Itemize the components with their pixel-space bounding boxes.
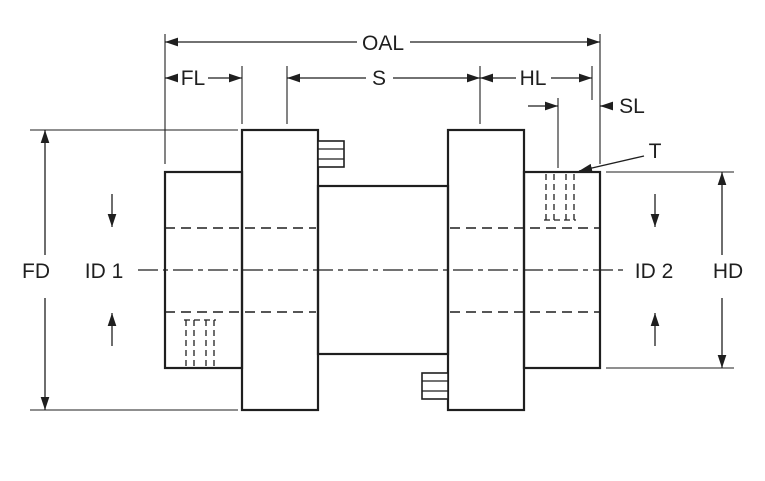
top-bolt <box>317 140 345 168</box>
label-fd: FD <box>22 260 50 283</box>
label-oal: OAL <box>362 32 404 55</box>
set-screw-hidden-left <box>184 319 216 366</box>
bottom-bolt <box>421 372 449 400</box>
dimension-labels: OAL FL S HL SL T FD ID 1 ID 2 HD <box>22 32 743 283</box>
label-id1: ID 1 <box>85 260 124 283</box>
label-hd: HD <box>713 260 743 283</box>
set-screw-hidden-right <box>544 174 576 221</box>
label-fl: FL <box>181 67 206 90</box>
label-id2: ID 2 <box>635 260 674 283</box>
label-hl: HL <box>520 67 547 90</box>
dimension-lines <box>40 37 727 410</box>
hidden-bore-lines <box>165 227 600 313</box>
label-t: T <box>649 140 662 163</box>
label-sl: SL <box>619 95 645 118</box>
label-s: S <box>372 67 386 90</box>
leader-t <box>578 155 645 173</box>
